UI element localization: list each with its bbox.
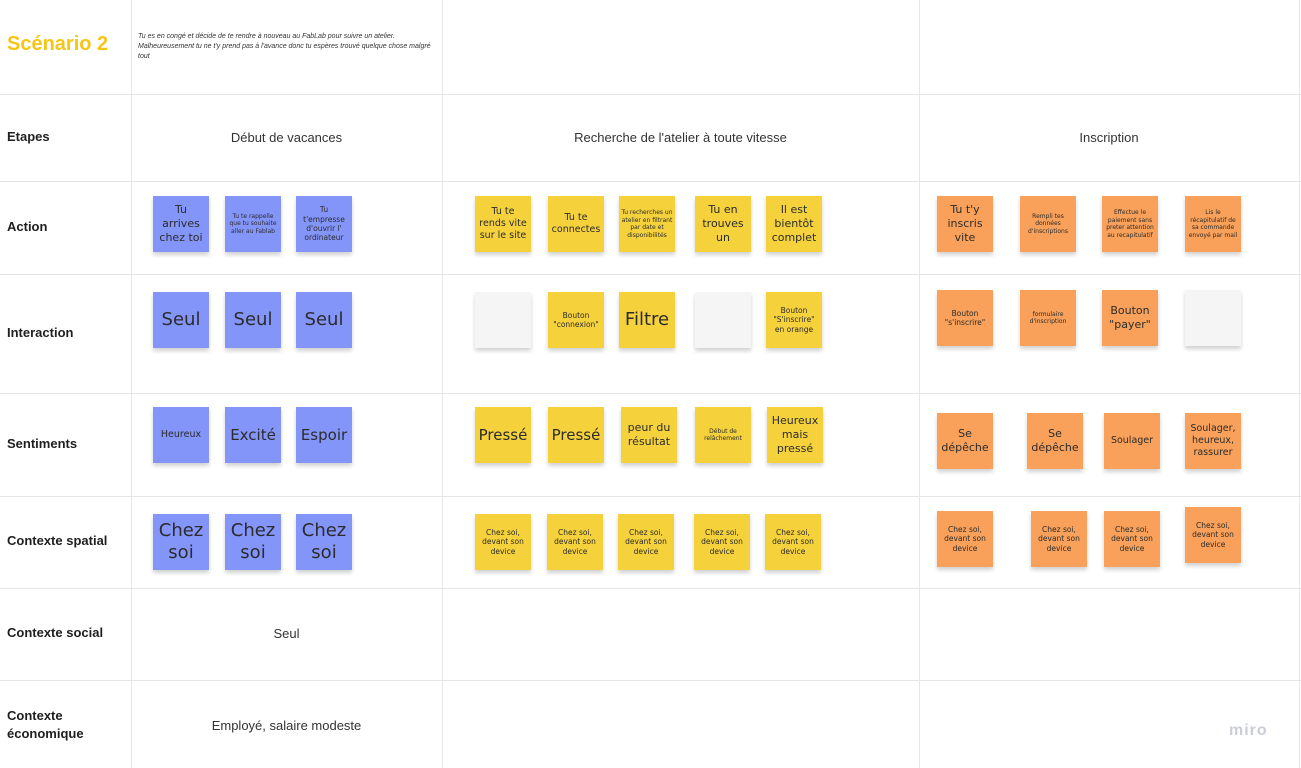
sticky-note[interactable]: Excité xyxy=(225,407,281,463)
sticky-note[interactable] xyxy=(475,292,531,348)
sticky-note[interactable]: Seul xyxy=(225,292,281,348)
grid-line xyxy=(1299,0,1300,768)
row-label-etapes: Etapes xyxy=(7,129,50,144)
phase-inscription[interactable]: Inscription xyxy=(1079,130,1139,145)
sticky-note[interactable]: Seul xyxy=(153,292,209,348)
sticky-note[interactable]: Chez soi, devant son device xyxy=(765,514,821,570)
sticky-note[interactable]: Chez soi, devant son device xyxy=(694,514,750,570)
row-label-contexte-spatial: Contexte spatial xyxy=(7,533,108,548)
sticky-note[interactable]: Heureux mais pressé xyxy=(767,407,823,463)
sticky-note[interactable]: Bouton "connexion" xyxy=(548,292,604,348)
row-label-action: Action xyxy=(7,219,48,234)
sticky-note[interactable]: Il est bientôt complet xyxy=(766,196,822,252)
sticky-note[interactable]: Chez soi, devant son device xyxy=(937,511,993,567)
sticky-note[interactable]: Chez soi, devant son device xyxy=(618,514,674,570)
grid-line xyxy=(0,274,1301,275)
sticky-note[interactable]: Soulager xyxy=(1104,413,1160,469)
sticky-note[interactable]: Pressé xyxy=(548,407,604,463)
grid-line xyxy=(0,393,1301,394)
sticky-note[interactable]: Tu t'y inscris vite xyxy=(937,196,993,252)
sticky-note[interactable]: Tu arrives chez toi xyxy=(153,196,209,252)
row-label-contexte-economique: Contexte économique xyxy=(7,708,84,741)
row-label-contexte-social: Contexte social xyxy=(7,625,104,640)
sticky-note[interactable]: Tu te connectes xyxy=(548,196,604,252)
sticky-note[interactable] xyxy=(695,292,751,348)
sticky-note[interactable]: Chez soi, devant son device xyxy=(1031,511,1087,567)
contexte-social-text[interactable]: Seul xyxy=(273,626,300,641)
sticky-note[interactable]: Heureux xyxy=(153,407,209,463)
grid-line xyxy=(919,0,920,768)
sticky-note[interactable]: Filtre xyxy=(619,292,675,348)
sticky-note[interactable]: Se dépêche xyxy=(937,413,993,469)
sticky-note[interactable]: formulaire d'inscription xyxy=(1020,290,1076,346)
sticky-note[interactable]: Tu te rends vite sur le site xyxy=(475,196,531,252)
grid-line xyxy=(442,0,443,768)
scenario-title[interactable]: Scénario 2 xyxy=(7,33,109,55)
grid-line xyxy=(0,181,1301,182)
sticky-note[interactable]: Soulager, heureux, rassurer xyxy=(1185,413,1241,469)
sticky-note[interactable]: Chez soi xyxy=(225,514,281,570)
sticky-note[interactable]: Chez soi, devant son device xyxy=(547,514,603,570)
sticky-note[interactable]: Bouton "S'inscrire" en orange xyxy=(766,292,822,348)
grid-line xyxy=(0,680,1301,681)
sticky-note[interactable]: Tu te rappelle que tu souhaite aller au … xyxy=(225,196,281,252)
phase-recherche-atelier[interactable]: Recherche de l'atelier à toute vitesse xyxy=(574,130,787,145)
sticky-note[interactable]: Chez soi xyxy=(296,514,352,570)
sticky-note[interactable] xyxy=(1185,290,1241,346)
sticky-note[interactable]: peur du résultat xyxy=(621,407,677,463)
sticky-note[interactable]: Tu recherches un atelier en filtrant par… xyxy=(619,196,675,252)
sticky-note[interactable]: Bouton "payer" xyxy=(1102,290,1158,346)
sticky-note[interactable]: Début de relâchement xyxy=(695,407,751,463)
row-label-interaction: Interaction xyxy=(7,325,74,340)
miro-logo: miro xyxy=(1229,722,1268,739)
scenario-description[interactable]: Tu es en congé et décide de te rendre à … xyxy=(138,33,431,60)
phase-debut-vacances[interactable]: Début de vacances xyxy=(230,130,343,145)
row-label-sentiments: Sentiments xyxy=(7,436,78,451)
sticky-note[interactable]: Chez soi xyxy=(153,514,209,570)
grid-line xyxy=(0,496,1301,497)
sticky-note[interactable]: Pressé xyxy=(475,407,531,463)
sticky-note[interactable]: Se dépêche xyxy=(1027,413,1083,469)
sticky-note[interactable]: Rempli tes données d'inscriptions xyxy=(1020,196,1076,252)
sticky-note[interactable]: Chez soi, devant son device xyxy=(475,514,531,570)
sticky-note[interactable]: Chez soi, devant son device xyxy=(1104,511,1160,567)
sticky-note[interactable]: Lis le récapitulatif de sa commande envo… xyxy=(1185,196,1241,252)
sticky-note[interactable]: Espoir xyxy=(296,407,352,463)
sticky-note[interactable]: Tu en trouves un xyxy=(695,196,751,252)
grid-line xyxy=(131,0,132,768)
grid-line xyxy=(0,94,1301,95)
grid-line xyxy=(0,588,1301,589)
sticky-note[interactable]: Seul xyxy=(296,292,352,348)
contexte-economique-text[interactable]: Employé, salaire modeste xyxy=(211,718,362,733)
sticky-note[interactable]: Effectue le paiement sans preter attenti… xyxy=(1102,196,1158,252)
sticky-note[interactable]: Tu t'empresse d'ouvrir l' ordinateur xyxy=(296,196,352,252)
sticky-note[interactable]: Chez soi, devant son device xyxy=(1185,507,1241,563)
sticky-note[interactable]: Bouton "s'inscrire" xyxy=(937,290,993,346)
